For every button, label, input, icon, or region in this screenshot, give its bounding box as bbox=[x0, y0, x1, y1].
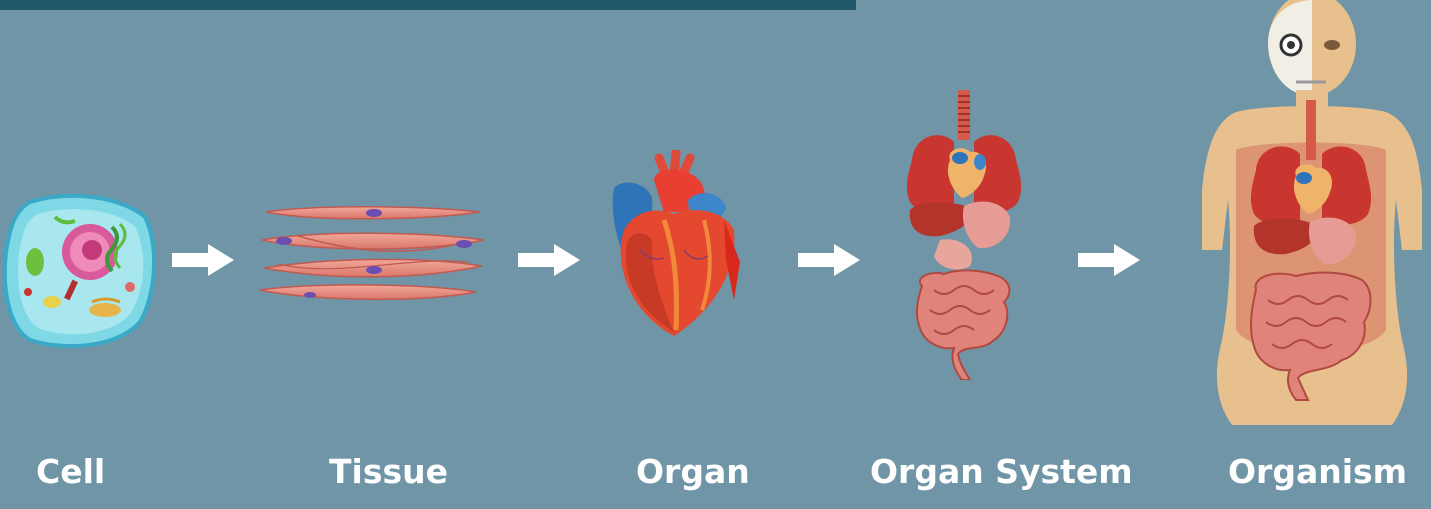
stage-label-organism: Organism bbox=[1228, 452, 1407, 492]
cell-icon bbox=[0, 192, 160, 352]
right-arrow-icon bbox=[518, 244, 580, 276]
right-arrow-icon bbox=[172, 244, 234, 276]
muscle-tissue-icon bbox=[258, 200, 488, 310]
stage-label-cell: Cell bbox=[36, 452, 105, 492]
right-arrow-icon bbox=[1078, 244, 1140, 276]
stage-label-tissue: Tissue bbox=[329, 452, 448, 492]
organ-system-icon bbox=[900, 90, 1030, 380]
human-body-icon bbox=[1196, 0, 1426, 425]
stage-label-organ-system: Organ System bbox=[870, 452, 1133, 492]
heart-icon bbox=[604, 150, 744, 340]
right-arrow-icon bbox=[798, 244, 860, 276]
stage-label-organ: Organ bbox=[636, 452, 750, 492]
